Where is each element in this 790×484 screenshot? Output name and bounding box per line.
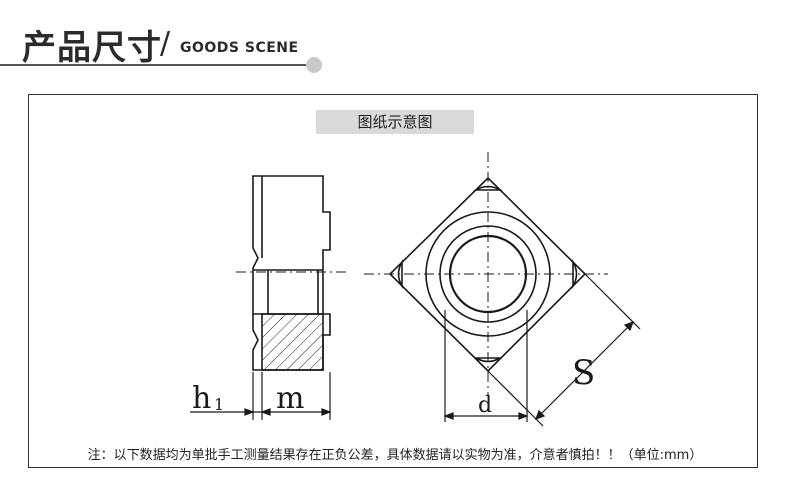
- dim-m-label: m: [276, 381, 304, 416]
- hatched-section: [261, 313, 324, 371]
- header-underline: [0, 64, 306, 66]
- page-title: 产品尺寸: [22, 28, 162, 68]
- dim-h-subscript: 1: [214, 395, 224, 414]
- dim-h-label: h: [192, 381, 211, 416]
- diagram-caption: 图纸示意图: [316, 110, 474, 134]
- diagram-frame: [28, 94, 758, 468]
- front-view-dimensions: [443, 273, 641, 427]
- front-view: [364, 152, 608, 396]
- corner-weld-right: [572, 259, 578, 289]
- dim-s-label: S: [572, 353, 595, 393]
- side-view: [236, 175, 350, 371]
- dim-d-label: d: [478, 393, 492, 418]
- header-dot-decoration: [306, 57, 322, 73]
- page-subtitle: GOODS SCENE: [180, 40, 299, 56]
- measurement-disclaimer: 注：以下数据均为单批手工测量结果存在正负公差，具体数据请以实物为准，介意者慎拍！…: [87, 448, 703, 463]
- corner-weld-bottom: [473, 357, 503, 363]
- side-view-dimensions: [190, 372, 332, 420]
- corner-weld-left: [397, 259, 403, 289]
- title-separator: /: [160, 26, 171, 61]
- corner-weld-top: [473, 185, 503, 191]
